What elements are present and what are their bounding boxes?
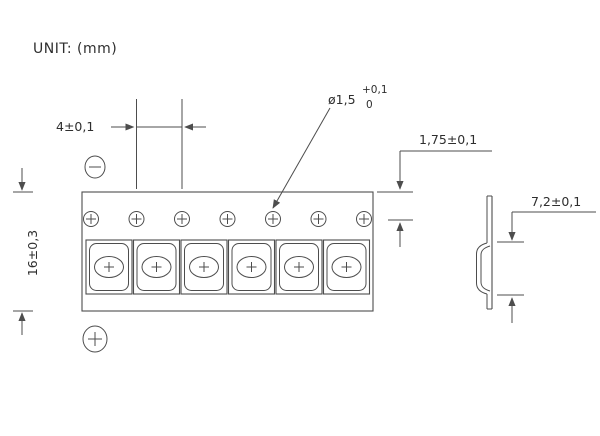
tape-outline xyxy=(81,191,374,312)
dim-hole-diameter: ø1,5 +0,1 0 xyxy=(272,84,388,209)
dim-tape-width-label: 16±0,3 xyxy=(25,230,40,276)
sprocket-hole xyxy=(128,211,145,227)
sprocket-hole xyxy=(310,211,327,227)
dim-pitch-label: 4±0,1 xyxy=(56,119,94,134)
dim-hole-tol-lower: 0 xyxy=(366,99,373,111)
side-view-pocket-bulge xyxy=(476,242,488,295)
dim-edge-distance: 1,75±0,1 xyxy=(377,132,492,247)
leader-line xyxy=(272,107,331,209)
dim-hole-tol-upper: +0,1 xyxy=(362,84,388,96)
sprocket-holes xyxy=(83,211,372,227)
side-view-pocket-inner xyxy=(480,245,491,292)
component-pocket xyxy=(275,239,323,295)
sprocket-hole xyxy=(265,211,281,227)
dim-hole-diameter-label: ø1,5 xyxy=(328,92,356,107)
dim-edge-distance-label: 1,75±0,1 xyxy=(419,132,477,147)
component-pockets xyxy=(85,239,371,295)
sprocket-hole xyxy=(356,211,372,227)
carrier-tape-top-view xyxy=(81,191,374,312)
component-pocket xyxy=(322,239,371,295)
unit-label: UNIT: (mm) xyxy=(33,41,117,57)
dim-tape-width: 16±0,3 xyxy=(13,168,40,335)
component-pocket xyxy=(180,239,228,295)
sprocket-hole xyxy=(174,211,190,227)
sprocket-hole xyxy=(219,211,236,227)
polarity-plus-mark xyxy=(82,325,108,353)
tape-side-view xyxy=(476,195,493,310)
dim-pitch: 4±0,1 xyxy=(56,99,206,189)
dim-pocket-span: 7,2±0,1 xyxy=(497,194,596,323)
component-pocket xyxy=(85,239,133,295)
polarity-minus-mark xyxy=(84,155,106,179)
component-pocket xyxy=(227,239,276,295)
dim-pocket-span-label: 7,2±0,1 xyxy=(531,194,581,209)
sprocket-hole xyxy=(83,211,99,227)
component-pocket xyxy=(132,239,181,295)
